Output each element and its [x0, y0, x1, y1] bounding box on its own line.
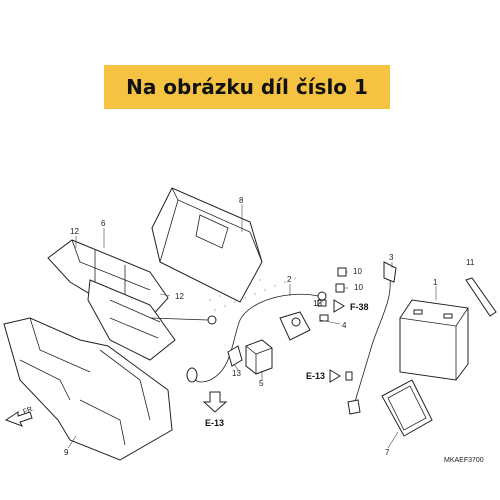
part-label-3: 3 — [389, 253, 394, 262]
reference-e13-right: E-13 — [306, 369, 341, 383]
reference-e13-bottom: E-13 — [202, 391, 228, 428]
bolt-parts — [335, 267, 347, 293]
part-label-6: 6 — [101, 219, 106, 228]
reference-label: F-38 — [350, 302, 369, 312]
part-label-1: 1 — [433, 278, 438, 287]
relay-cover-part — [245, 339, 273, 375]
title-text: Na obrázku díl číslo 1 — [126, 75, 368, 99]
part-labels: 8 6 12 12 2 3 1 11 10 10 13 4 13 5 7 9 — [64, 196, 475, 457]
connector-parts — [227, 299, 329, 367]
part-label-8: 8 — [239, 196, 244, 205]
pad-part — [381, 379, 433, 437]
part-label-9: 9 — [64, 448, 69, 457]
front-label: FR. — [22, 405, 35, 415]
reference-label: E-13 — [205, 418, 224, 428]
reference-label: E-13 — [306, 371, 325, 381]
part-label-4: 4 — [342, 321, 347, 330]
strap-part — [465, 277, 497, 317]
diagram-code: MKAEF3700 — [444, 457, 484, 464]
part-label-7: 7 — [385, 448, 390, 457]
title-banner: Na obrázku díl číslo 1 — [104, 65, 390, 109]
battery-part — [399, 299, 469, 381]
leader-lines — [67, 204, 437, 449]
part-label-10: 10 — [354, 283, 363, 292]
lower-tray-part — [3, 317, 173, 461]
battery-cover-part — [151, 187, 263, 303]
front-arrow-icon: FR. — [4, 405, 35, 427]
part-label-10: 10 — [353, 267, 362, 276]
cable-part — [186, 291, 327, 383]
part-label-2: 2 — [287, 275, 292, 284]
part-label-12: 12 — [70, 227, 79, 236]
part-label-13: 13 — [313, 299, 322, 308]
part-label-5: 5 — [259, 379, 264, 388]
part-label-12: 12 — [175, 292, 184, 301]
reference-f38: F-38 — [333, 299, 369, 313]
part-label-13: 13 — [232, 369, 241, 378]
battery-cable-part — [345, 261, 397, 415]
part-label-11: 11 — [466, 258, 475, 267]
bracket-frame-part — [47, 239, 217, 361]
